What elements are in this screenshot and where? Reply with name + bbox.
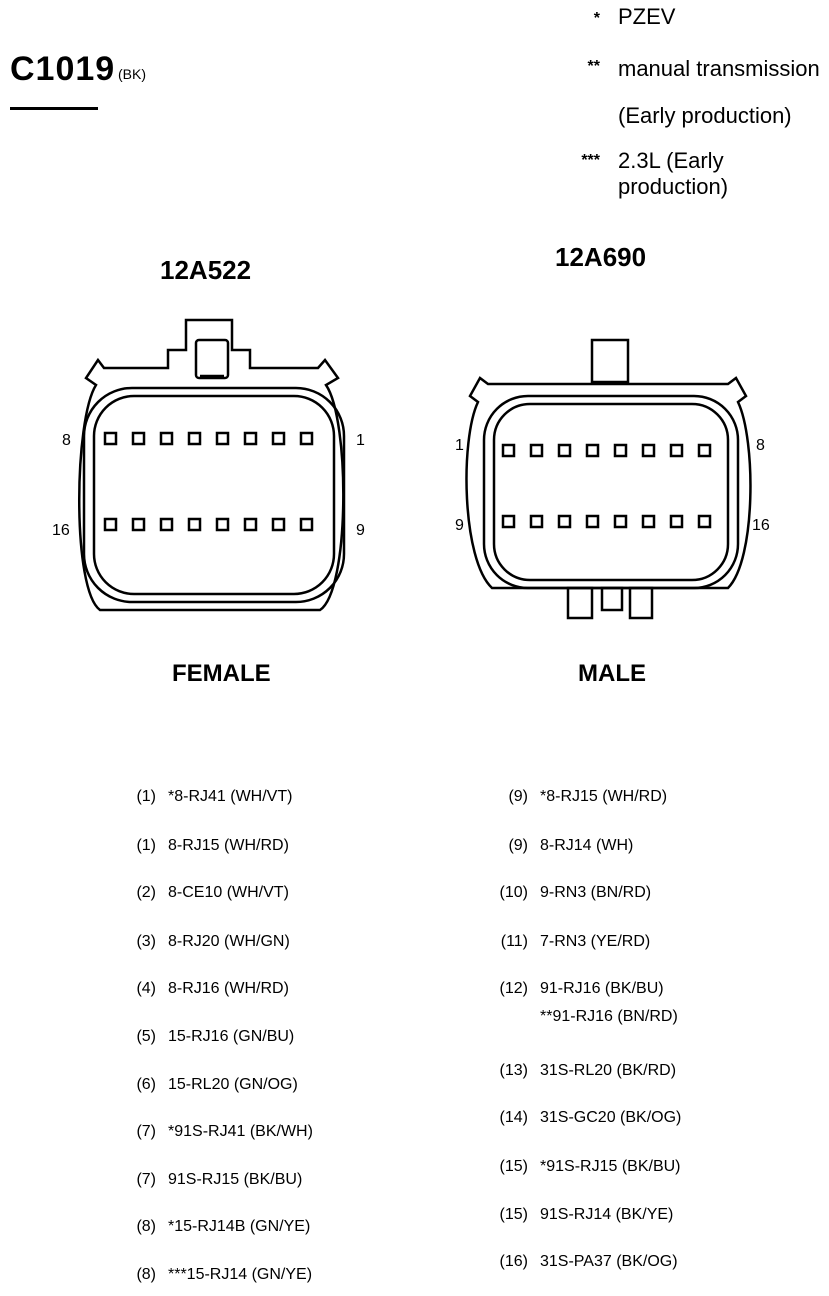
circuit-label: 8-RJ15 (WH/RD) (168, 837, 289, 854)
male-connector-body (465, 338, 752, 620)
cavity-number: (14) (499, 1109, 528, 1126)
circuit-label: **91-RJ16 (BN/RD) (540, 1008, 678, 1025)
legend-text-manual: manual transmission (618, 56, 820, 81)
circuit-row: (10) 9-RN3 (BN/RD) (492, 884, 652, 902)
cavity-number: (8) (136, 1266, 156, 1283)
cavity-number: (7) (136, 1123, 156, 1140)
circuit-label: 91S-RJ15 (BK/BU) (168, 1171, 303, 1188)
male-pin-label-top-right: 8 (756, 437, 765, 454)
male-pin-label-top-left: 1 (455, 437, 464, 454)
circuit-label: 31S-PA37 (BK/OG) (540, 1253, 678, 1270)
circuit-label: *91S-RJ41 (BK/WH) (168, 1123, 313, 1140)
circuit-row: (13) 31S-RL20 (BK/RD) (492, 1062, 677, 1080)
legend-mark-23l: *** (581, 152, 600, 169)
cavity-number: (6) (136, 1076, 156, 1093)
circuit-row: (11) 7-RN3 (YE/RD) (492, 933, 651, 951)
circuit-row: (16) 31S-PA37 (BK/OG) (492, 1253, 678, 1271)
cavity-number: (9) (508, 837, 528, 854)
left-part-number: 12A522 (160, 255, 252, 285)
female-pin-label-bottom-right: 9 (356, 522, 365, 539)
circuit-row: (9) 8-RJ14 (WH) (492, 837, 633, 855)
circuit-row: (8) ***15-RJ14 (GN/YE) (120, 1266, 312, 1284)
legend-text-early: (Early production) (618, 103, 792, 128)
male-pins (501, 443, 712, 529)
circuit-row: **91-RJ16 (BN/RD) (492, 1008, 678, 1026)
circuit-label: 91S-RJ14 (BK/YE) (540, 1206, 674, 1223)
circuit-label: *15-RJ14B (GN/YE) (168, 1218, 311, 1235)
circuit-label: 9-RN3 (BN/RD) (540, 884, 652, 901)
connector-id: C1019 (10, 50, 116, 88)
female-pin-label-top-left: 8 (62, 432, 71, 449)
cavity-number: (4) (136, 980, 156, 997)
cavity-number: (1) (136, 837, 156, 854)
circuit-label: *8-RJ15 (WH/RD) (540, 788, 668, 805)
connector-id-underline (10, 107, 98, 110)
circuit-label: 8-RJ14 (WH) (540, 837, 634, 854)
male-pin-label-bottom-right: 16 (752, 517, 770, 534)
cavity-number: (15) (499, 1206, 528, 1223)
circuit-row: (7) 91S-RJ15 (BK/BU) (120, 1171, 302, 1189)
circuit-label: *91S-RJ15 (BK/BU) (540, 1158, 681, 1175)
circuit-label: 31S-GC20 (BK/OG) (540, 1109, 682, 1126)
circuit-row: (15) *91S-RJ15 (BK/BU) (492, 1158, 681, 1176)
left-gender-label: FEMALE (172, 660, 271, 687)
circuit-row: (15) 91S-RJ14 (BK/YE) (492, 1206, 674, 1224)
circuit-row: (1) 8-RJ15 (WH/RD) (120, 837, 289, 855)
cavity-number: (9) (508, 788, 528, 805)
connector-diagram (78, 318, 752, 620)
circuit-row: (12) 91-RJ16 (BK/BU) (492, 980, 664, 998)
circuit-label: 7-RN3 (YE/RD) (540, 933, 651, 950)
legend-text-pzev: PZEV (618, 4, 676, 29)
circuit-label: 91-RJ16 (BK/BU) (540, 980, 664, 997)
legend-text-23l: 2.3L (Early production) (618, 148, 729, 199)
cavity-number: (15) (499, 1158, 528, 1175)
circuit-row: (3) 8-RJ20 (WH/GN) (120, 933, 290, 951)
cavity-number: (16) (499, 1253, 528, 1270)
circuit-label: ***15-RJ14 (GN/YE) (168, 1266, 313, 1283)
female-pin-label-top-right: 1 (356, 432, 365, 449)
female-connector-body (78, 318, 346, 612)
circuit-label: 15-RL20 (GN/OG) (168, 1076, 298, 1093)
circuit-label: 8-CE10 (WH/VT) (168, 884, 289, 901)
circuit-label: *8-RJ41 (WH/VT) (168, 788, 293, 805)
circuit-row: (6) 15-RL20 (GN/OG) (120, 1076, 298, 1094)
circuit-row: (5) 15-RJ16 (GN/BU) (120, 1028, 294, 1046)
circuit-row: (2) 8-CE10 (WH/VT) (120, 884, 289, 902)
cavity-number: (13) (499, 1062, 528, 1079)
cavity-number: (2) (136, 884, 156, 901)
cavity-number: (8) (136, 1218, 156, 1235)
circuit-label: 31S-RL20 (BK/RD) (540, 1062, 677, 1079)
cavity-number: (3) (136, 933, 156, 950)
male-pin-label-bottom-left: 9 (455, 517, 464, 534)
legend-mark-manual: ** (587, 58, 600, 75)
circuit-label: 8-RJ16 (WH/RD) (168, 980, 289, 997)
cavity-number: (12) (499, 980, 528, 997)
cavity-number: (11) (500, 933, 528, 950)
circuit-row: (7) *91S-RJ41 (BK/WH) (120, 1123, 313, 1141)
right-part-number: 12A690 (555, 242, 647, 272)
cavity-number: (1) (136, 788, 156, 805)
circuit-row: (1) *8-RJ41 (WH/VT) (120, 788, 292, 806)
cavity-number: (10) (499, 884, 528, 901)
female-pins (103, 431, 314, 532)
circuit-row: (9) *8-RJ15 (WH/RD) (492, 788, 667, 806)
circuit-row: (8) *15-RJ14B (GN/YE) (120, 1218, 310, 1236)
connector-color: (BK) (118, 66, 146, 82)
legend-mark-pzev: * (593, 10, 600, 27)
circuit-row: (4) 8-RJ16 (WH/RD) (120, 980, 289, 998)
right-gender-label: MALE (578, 660, 646, 687)
cavity-number: (5) (136, 1028, 156, 1045)
circuit-label: 8-RJ20 (WH/GN) (168, 933, 290, 950)
circuit-label: 15-RJ16 (GN/BU) (168, 1028, 295, 1045)
circuit-row: (14) 31S-GC20 (BK/OG) (492, 1109, 682, 1127)
cavity-number: (7) (136, 1171, 156, 1188)
female-pin-label-bottom-left: 16 (52, 522, 70, 539)
